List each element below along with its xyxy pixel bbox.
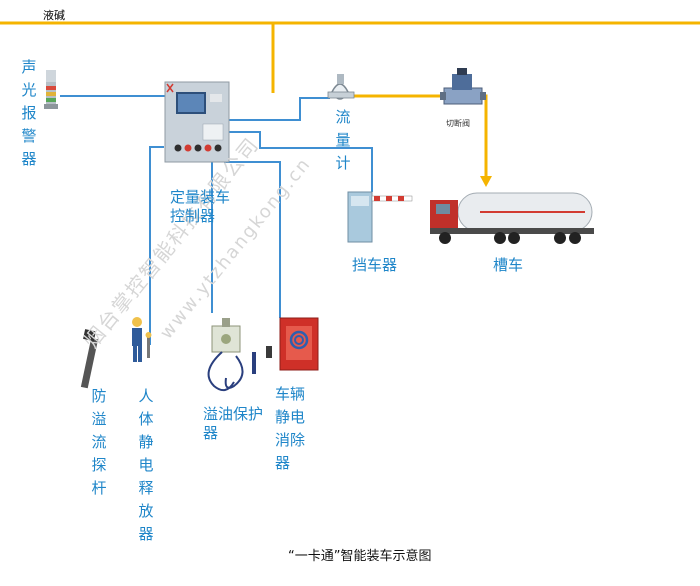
flow-arrow-icon (480, 176, 492, 187)
diagram-caption: “一卡通”智能装车示意图 (288, 549, 432, 564)
line-barrier (228, 131, 373, 192)
label-flowmeter: 流量计 (335, 108, 351, 172)
alarm-light-icon (44, 70, 58, 109)
tanker-truck-icon (430, 192, 594, 244)
signal-lines (60, 95, 373, 345)
label-alarm: 声光报警器 (21, 58, 37, 168)
barrier-gate-icon (347, 191, 413, 243)
overflow-probe-icon (80, 329, 99, 389)
static-discharger-icon (132, 317, 152, 362)
label-tanker: 槽车 (493, 256, 524, 274)
flowmeter-icon (327, 74, 355, 100)
label-overfill-protector: 溢油保护器 (203, 405, 264, 442)
line-vehicle-static (224, 161, 281, 318)
pipe-label: 液碱 (43, 9, 65, 22)
cutoff-valve-icon (440, 68, 486, 105)
label-overflow-probe: 防溢流探杆 (91, 387, 107, 497)
label-vehicle-static: 车辆静电消除器 (275, 385, 306, 472)
line-probe-discharger (149, 146, 164, 345)
vehicle-static-eliminator-icon (266, 317, 319, 371)
pipe-valve-to-tanker (482, 94, 488, 178)
label-barrier: 挡车器 (352, 256, 398, 274)
line-flowmeter (228, 97, 330, 121)
label-static-discharger: 人体静电释放器 (138, 387, 154, 543)
label-cutoff-valve: 切断阀 (446, 119, 470, 128)
controller-cabinet-icon (164, 81, 230, 163)
label-controller: 定量装车控制器 (170, 188, 231, 225)
overfill-protector-icon (207, 318, 256, 392)
